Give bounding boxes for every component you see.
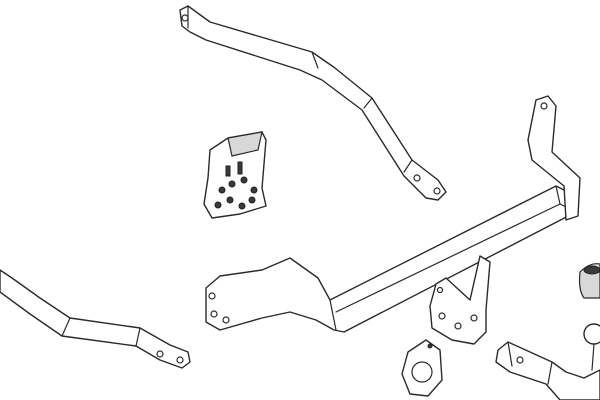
- bolt-hole: [181, 14, 189, 22]
- ball-mount-plate: [429, 255, 491, 345]
- bolt-hole: [210, 310, 218, 318]
- socket-plate: [401, 339, 443, 397]
- top-side-bracket: [179, 5, 447, 201]
- bolt-hole: [156, 350, 164, 358]
- bolt-hole: [222, 316, 230, 324]
- fixing-kit-bag: [203, 131, 267, 219]
- bolt-hole: [540, 102, 548, 110]
- tow-ball-neck: [495, 323, 600, 400]
- main-crossbar: [205, 95, 581, 333]
- bolt-hole: [176, 356, 184, 364]
- bolt-hole: [413, 174, 421, 182]
- bolt-hole: [433, 187, 441, 195]
- left-side-bracket: [0, 269, 191, 369]
- electrical-socket: [578, 263, 600, 299]
- bolt-hole: [208, 292, 216, 300]
